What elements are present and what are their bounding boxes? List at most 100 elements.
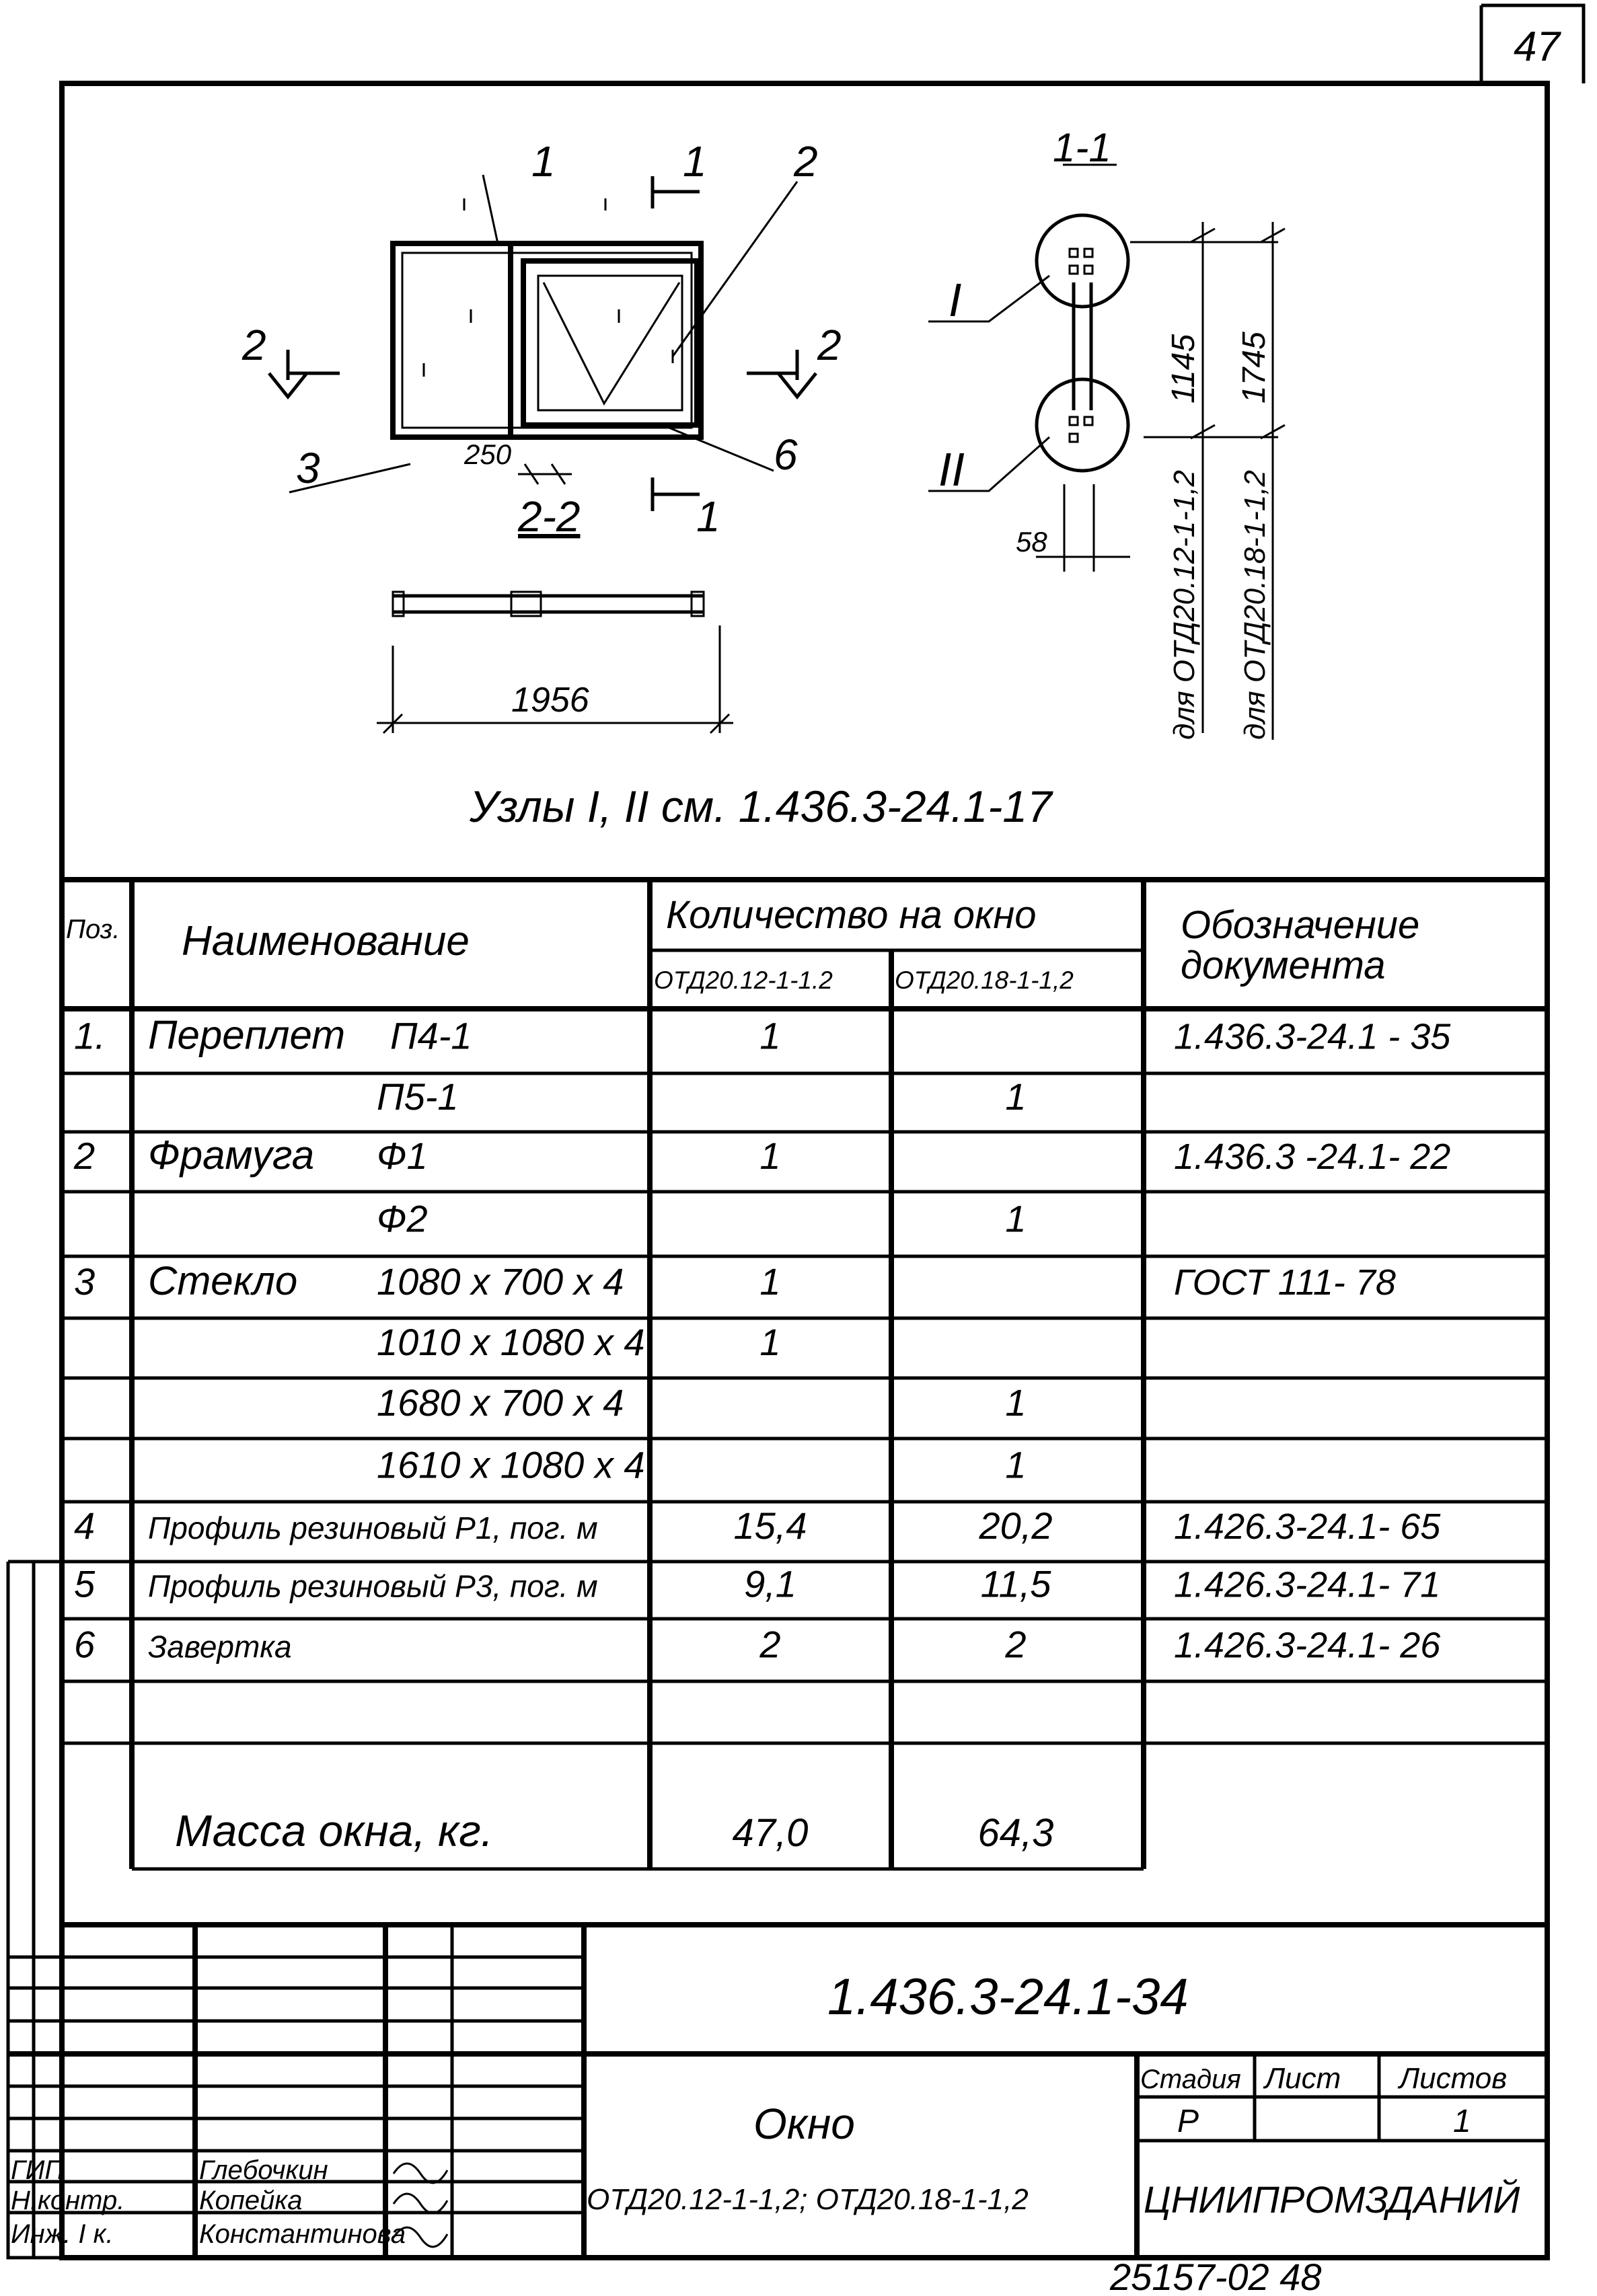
row-document: 1.426.3-24.1- 65 xyxy=(1174,1506,1441,1547)
row-qty-otd20-18: 20,2 xyxy=(979,1504,1053,1547)
row-qty-otd20-12: 1 xyxy=(759,1321,780,1363)
table-row: Ф2 1 xyxy=(377,1198,1027,1240)
header-pos: Поз. xyxy=(66,915,120,944)
document-title: Окно xyxy=(753,2100,855,2148)
row-document: 1.436.3 -24.1- 22 xyxy=(1174,1137,1450,1177)
signature-role: Н.контр. xyxy=(11,2186,124,2215)
signature-name: Константинова xyxy=(199,2219,406,2249)
table-row: 1610 x 1080 x 4 1 xyxy=(377,1443,1027,1486)
row-name: Завертка xyxy=(148,1630,292,1664)
row-qty-otd20-12: 9,1 xyxy=(744,1563,796,1605)
handwritten-signature xyxy=(392,2226,449,2248)
dimension-250: 250 xyxy=(463,438,512,470)
header-quantity: Количество на окно xyxy=(666,893,1037,937)
handwritten-signature xyxy=(392,2162,449,2184)
section-1-mark-top: 1 xyxy=(683,137,707,186)
row-name: Профиль резиновый Р1, пог. м xyxy=(148,1510,598,1545)
footer-code: 25157-02 48 xyxy=(1109,2256,1322,2296)
row-qty-otd20-18: 11,5 xyxy=(981,1563,1052,1605)
sheets-label: Листов xyxy=(1397,2062,1507,2095)
row-qty-otd20-18: 1 xyxy=(1005,1198,1026,1240)
nodes-reference-note: Узлы I, II см. 1.436.3-24.1-17 xyxy=(469,781,1053,831)
signature-name: Копейка xyxy=(199,2186,302,2215)
section-1-1-title: 1-1 xyxy=(1053,125,1111,170)
row-mark: П4-1 xyxy=(390,1015,472,1057)
row-mark: 1080 x 700 x 4 xyxy=(377,1260,624,1303)
document-subtitle: ОТД20.12-1-1,2; ОТД20.18-1-1,2 xyxy=(587,2183,1029,2216)
page-number: 47 xyxy=(1514,24,1561,70)
row-document: 1.426.3-24.1- 26 xyxy=(1174,1625,1441,1666)
dimension-58: 58 xyxy=(1016,526,1047,558)
row-name: Профиль резиновый Р3, пог. м xyxy=(148,1569,598,1604)
dimension-1745: 1745 xyxy=(1236,332,1272,404)
row-name: Переплет xyxy=(148,1013,345,1058)
binding-strip xyxy=(6,1560,62,2260)
table-row: 1680 x 700 x 4 1 xyxy=(377,1381,1027,1424)
row-position: 4 xyxy=(74,1504,95,1547)
row-position: 5 xyxy=(74,1563,96,1605)
sheet-label: Лист xyxy=(1263,2062,1341,2095)
section-2-2-plan xyxy=(377,590,733,734)
node-I-label: I xyxy=(949,274,961,326)
node-II-label: II xyxy=(938,443,965,496)
section-2-mark-right: 2 xyxy=(817,321,842,369)
page-number-box: 47 xyxy=(1479,3,1586,83)
row-qty-otd20-12: 1 xyxy=(759,1015,780,1057)
header-quantity-otd20-18: ОТД20.18-1-1,2 xyxy=(895,966,1074,994)
mass-otd20-18: 64,3 xyxy=(978,1811,1054,1855)
row-qty-otd20-18: 2 xyxy=(1004,1623,1026,1666)
table-row: 2 Фрамуга Ф1 1 1.436.3 -24.1- 22 xyxy=(73,1133,1450,1178)
position-label-6: 6 xyxy=(774,430,798,479)
row-mark: Ф2 xyxy=(377,1198,428,1240)
row-mark: П5-1 xyxy=(377,1075,459,1118)
mass-label: Масса окна, кг. xyxy=(175,1806,493,1855)
row-qty-otd20-12: 1 xyxy=(759,1135,780,1177)
mass-otd20-12: 47,0 xyxy=(733,1811,809,1855)
dimension-1145: 1145 xyxy=(1166,334,1201,404)
row-qty-otd20-12: 1 xyxy=(759,1260,780,1303)
row-name: Стекло xyxy=(148,1258,297,1303)
handwritten-signature xyxy=(392,2192,449,2215)
row-document: ГОСТ 111- 78 xyxy=(1174,1262,1396,1303)
header-quantity-otd20-12: ОТД20.12-1-1.2 xyxy=(654,966,833,994)
row-qty-otd20-18: 1 xyxy=(1005,1443,1026,1486)
row-qty-otd20-12: 15,4 xyxy=(734,1504,807,1547)
signature-row: ГИП Глебочкин xyxy=(11,2155,449,2185)
signature-role: ГИП xyxy=(11,2155,65,2185)
row-document: 1.426.3-24.1- 71 xyxy=(1174,1565,1440,1605)
signature-row: Н.контр. Копейка xyxy=(11,2186,449,2215)
dimension-1956: 1956 xyxy=(511,681,589,720)
table-row: 3 Стекло 1080 x 700 x 4 1 ГОСТ 111- 78 xyxy=(74,1258,1396,1303)
row-name: Фрамуга xyxy=(148,1133,314,1178)
stage-label: Стадия xyxy=(1140,2065,1241,2094)
header-document-line2: документа xyxy=(1181,944,1386,987)
row-mark: 1610 x 1080 x 4 xyxy=(377,1443,645,1486)
row-position: 3 xyxy=(74,1260,95,1303)
section-1-mark-bottom: 1 xyxy=(696,492,720,541)
signature-row: Инж. I к. Константинова xyxy=(11,2219,449,2249)
table-row: П5-1 1 xyxy=(377,1075,1027,1118)
row-position: 2 xyxy=(73,1135,95,1177)
row-qty-otd20-18: 1 xyxy=(1005,1075,1026,1118)
note-for-otd20-12: для ОТД20.12-1-1,2 xyxy=(1168,470,1201,740)
header-document-line1: Обозначение xyxy=(1181,903,1419,947)
section-2-2-title: 2-2 xyxy=(517,492,581,541)
position-label-3: 3 xyxy=(296,444,320,492)
signature-role: Инж. I к. xyxy=(11,2219,114,2249)
sheet-frame xyxy=(59,81,1550,2260)
row-qty-otd20-18: 1 xyxy=(1005,1381,1026,1424)
signature-name: Глебочкин xyxy=(199,2155,328,2185)
row-mark: 1680 x 700 x 4 xyxy=(377,1381,624,1424)
note-for-otd20-18: для ОТД20.18-1-1,2 xyxy=(1238,470,1271,740)
document-code: 1.436.3-24.1-34 xyxy=(827,1968,1189,2026)
window-elevation xyxy=(268,174,817,511)
row-position: 1. xyxy=(74,1015,106,1057)
position-label-1: 1 xyxy=(531,137,556,186)
section-1-1 xyxy=(928,163,1286,740)
row-mark: Ф1 xyxy=(377,1135,428,1177)
sheets-value: 1 xyxy=(1453,2104,1471,2139)
